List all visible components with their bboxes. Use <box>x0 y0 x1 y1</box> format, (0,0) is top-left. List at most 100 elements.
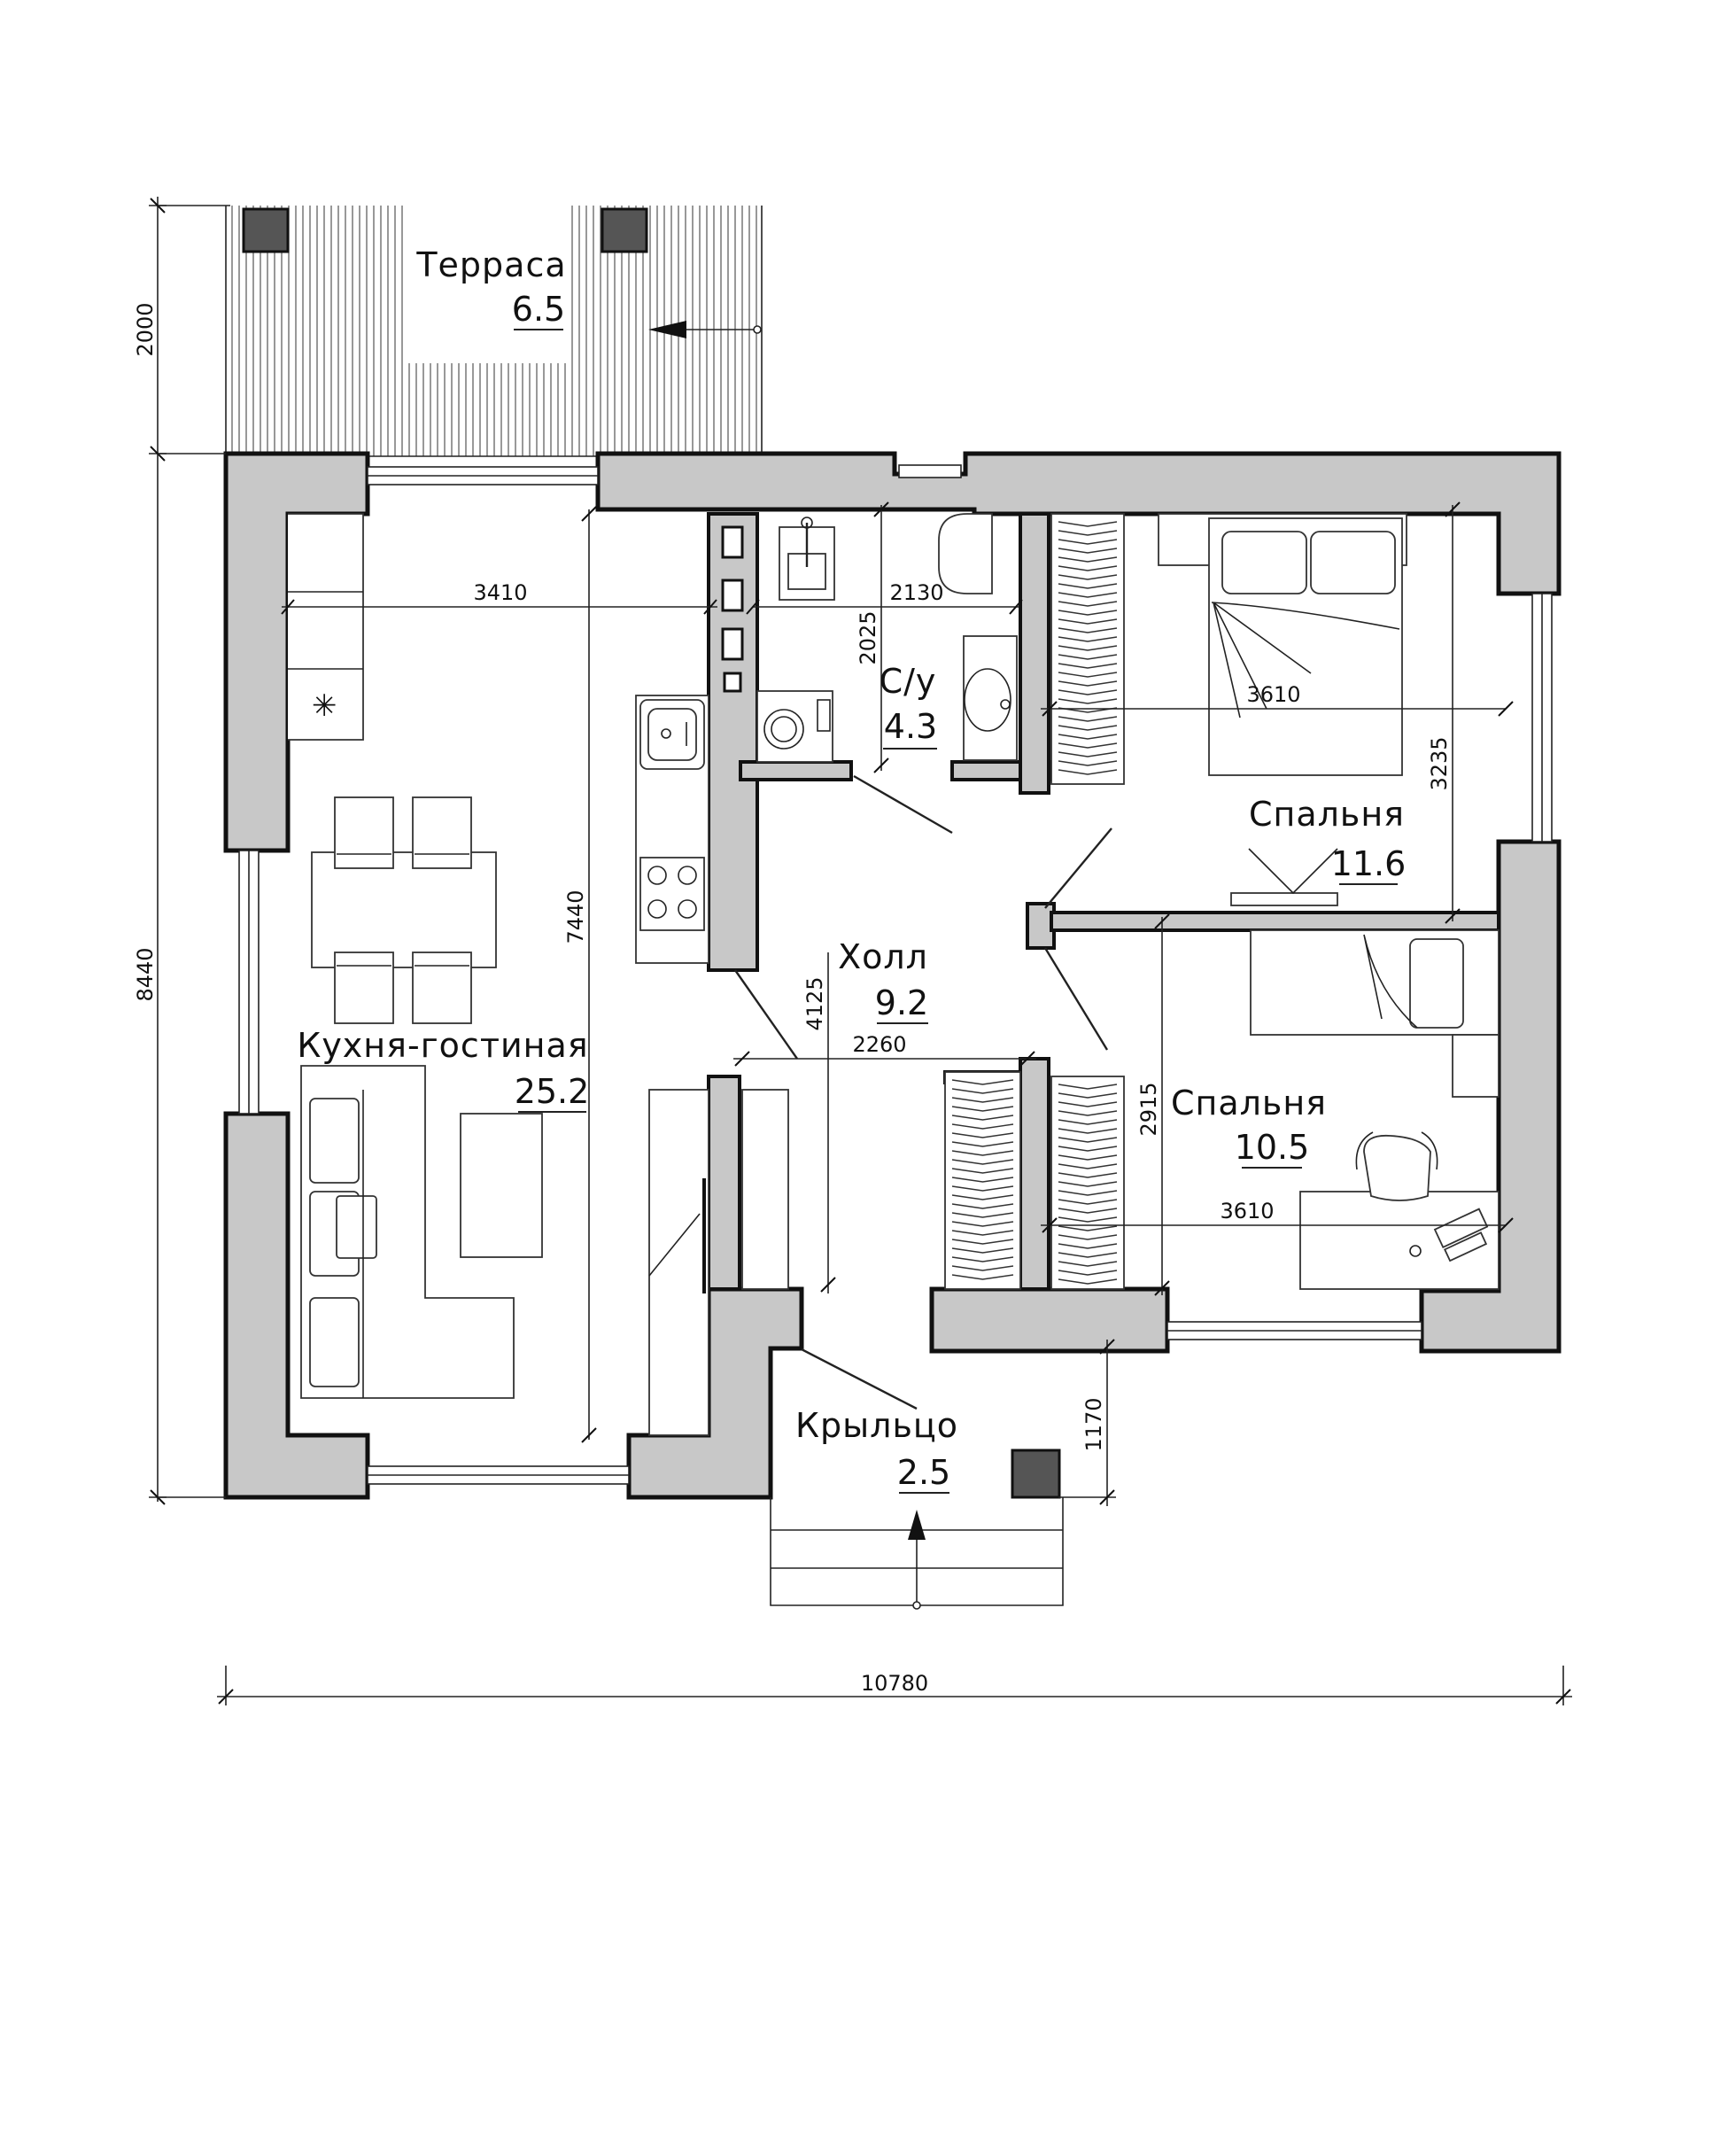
doors <box>734 774 1112 1410</box>
room-area-hall: 9.2 <box>875 983 928 1022</box>
wardrobe-hanger <box>1058 583 1118 589</box>
terrace-deck <box>225 206 763 457</box>
wardrobe-hanger <box>951 1088 1014 1094</box>
dim-kitchen-width: 3410 <box>473 580 527 605</box>
wardrobe-hanger <box>1058 1172 1118 1178</box>
room-name-hall: Холл <box>838 937 928 976</box>
wardrobe-hanger <box>951 1177 1014 1183</box>
wardrobe-hanger <box>951 1194 1014 1200</box>
terrace-post-left <box>242 207 290 253</box>
wardrobe-hanger <box>1058 618 1118 625</box>
dim-total-height: 8440 <box>133 947 158 1001</box>
wardrobe-hanger <box>1058 627 1118 633</box>
dim-hall-length: 4125 <box>802 976 827 1030</box>
wardrobe-hanger <box>1058 556 1118 563</box>
wardrobe-hanger <box>951 1256 1014 1262</box>
dim-bedroom2-width: 3610 <box>1220 1199 1274 1223</box>
dim-bath-depth: 2025 <box>856 610 880 664</box>
dim-porch-depth: 1170 <box>1081 1397 1106 1451</box>
dim-hall-width: 2260 <box>852 1032 906 1057</box>
wardrobe-hanger <box>951 1123 1014 1130</box>
bedroom2-furniture <box>944 929 1500 1290</box>
room-name-terrace: Терраса <box>415 245 566 284</box>
wardrobe-hanger <box>951 1239 1014 1245</box>
wardrobe-hanger <box>1058 636 1118 642</box>
wardrobe-hanger <box>1058 1190 1118 1196</box>
wardrobe-hanger <box>1058 592 1118 598</box>
wardrobe-hanger <box>1058 1092 1118 1099</box>
wardrobe-hanger <box>1058 1163 1118 1169</box>
wardrobe-hanger <box>1058 1216 1118 1223</box>
room-labels: Терраса 6.5 С/у 4.3 Спальня 11.6 Холл 9.… <box>297 245 1407 1494</box>
dim-bedroom2-depth: 2915 <box>1136 1082 1161 1136</box>
wardrobe-hanger <box>951 1150 1014 1156</box>
bedroom1-furniture <box>1050 513 1407 906</box>
terrace-entry-arrow <box>648 321 686 338</box>
wardrobe-hanger <box>1058 751 1118 757</box>
wardrobe-hanger <box>1058 645 1118 651</box>
wardrobe-hanger <box>1058 1101 1118 1107</box>
wardrobe-hanger <box>1058 1146 1118 1152</box>
porch-post <box>1011 1449 1061 1499</box>
wardrobe-hanger <box>951 1168 1014 1174</box>
coffee-table <box>460 1113 543 1258</box>
wardrobe-hanger <box>1058 1208 1118 1214</box>
wardrobe-hanger <box>1058 1278 1118 1285</box>
wardrobe-hanger <box>1058 769 1118 775</box>
wardrobe-hanger <box>1058 672 1118 678</box>
dim-bath-width: 2130 <box>889 580 943 605</box>
wardrobe-hanger <box>1058 716 1118 722</box>
wardrobe-hanger <box>951 1274 1014 1280</box>
porch <box>770 1497 1064 1610</box>
wardrobe-hanger <box>951 1212 1014 1218</box>
wardrobe-hanger <box>1058 1225 1118 1231</box>
wardrobe-hanger <box>1058 760 1118 766</box>
wardrobe-hanger <box>1058 698 1118 704</box>
wardrobe-hanger <box>1058 601 1118 607</box>
room-area-porch: 2.5 <box>897 1453 950 1492</box>
wardrobe-hanger <box>1058 1181 1118 1187</box>
wardrobe-hanger <box>1058 742 1118 749</box>
wardrobe-hanger <box>951 1097 1014 1103</box>
kitchen-furniture: ✳ <box>288 513 789 1436</box>
room-name-porch: Крыльцо <box>795 1406 958 1445</box>
wardrobe-hanger <box>1058 1243 1118 1249</box>
porch-entry-arrow <box>908 1510 926 1540</box>
wardrobe-hanger <box>951 1159 1014 1165</box>
wardrobe-hanger <box>1058 530 1118 536</box>
bathroom-fixtures <box>756 513 1018 763</box>
wardrobe-hanger <box>951 1265 1014 1271</box>
room-name-bedroom1: Спальня <box>1249 795 1405 834</box>
wardrobe-hanger <box>951 1203 1014 1209</box>
dim-total-width: 10780 <box>861 1671 928 1696</box>
room-area-kitchen: 25.2 <box>515 1072 590 1111</box>
dim-bedroom1-depth: 3235 <box>1427 736 1452 790</box>
wardrobe-hanger <box>1058 1154 1118 1161</box>
wardrobe-hanger <box>1058 689 1118 695</box>
room-area-bedroom1: 11.6 <box>1331 844 1407 883</box>
wardrobe-hanger <box>1058 1252 1118 1258</box>
dim-kitchen-length: 7440 <box>563 889 588 944</box>
room-area-bath: 4.3 <box>884 707 937 746</box>
dim-bedroom1-width: 3610 <box>1246 682 1300 707</box>
wardrobe-hanger <box>951 1115 1014 1121</box>
wardrobe-hanger <box>951 1247 1014 1254</box>
wardrobe-hanger <box>951 1106 1014 1112</box>
wardrobe-hanger <box>1058 725 1118 731</box>
dim-terrace-depth: 2000 <box>133 302 158 356</box>
wardrobe-hanger <box>1058 1110 1118 1116</box>
wardrobe-hanger <box>951 1221 1014 1227</box>
wardrobe-hanger <box>1058 610 1118 616</box>
wardrobe-hanger <box>1058 539 1118 545</box>
wardrobe-hanger <box>1058 663 1118 669</box>
dimension-labels: 2000 8440 10780 3410 7440 2130 2025 3610… <box>133 302 1452 1696</box>
wardrobe-hanger <box>1058 1234 1118 1240</box>
wardrobe-hanger <box>1058 1119 1118 1125</box>
wardrobe-hanger <box>1058 1261 1118 1267</box>
wardrobe-hanger <box>1058 1084 1118 1090</box>
room-area-bedroom2: 10.5 <box>1235 1128 1310 1167</box>
wardrobe-hanger <box>1058 734 1118 740</box>
dining-table <box>311 851 497 968</box>
wardrobe-hanger <box>1058 1199 1118 1205</box>
